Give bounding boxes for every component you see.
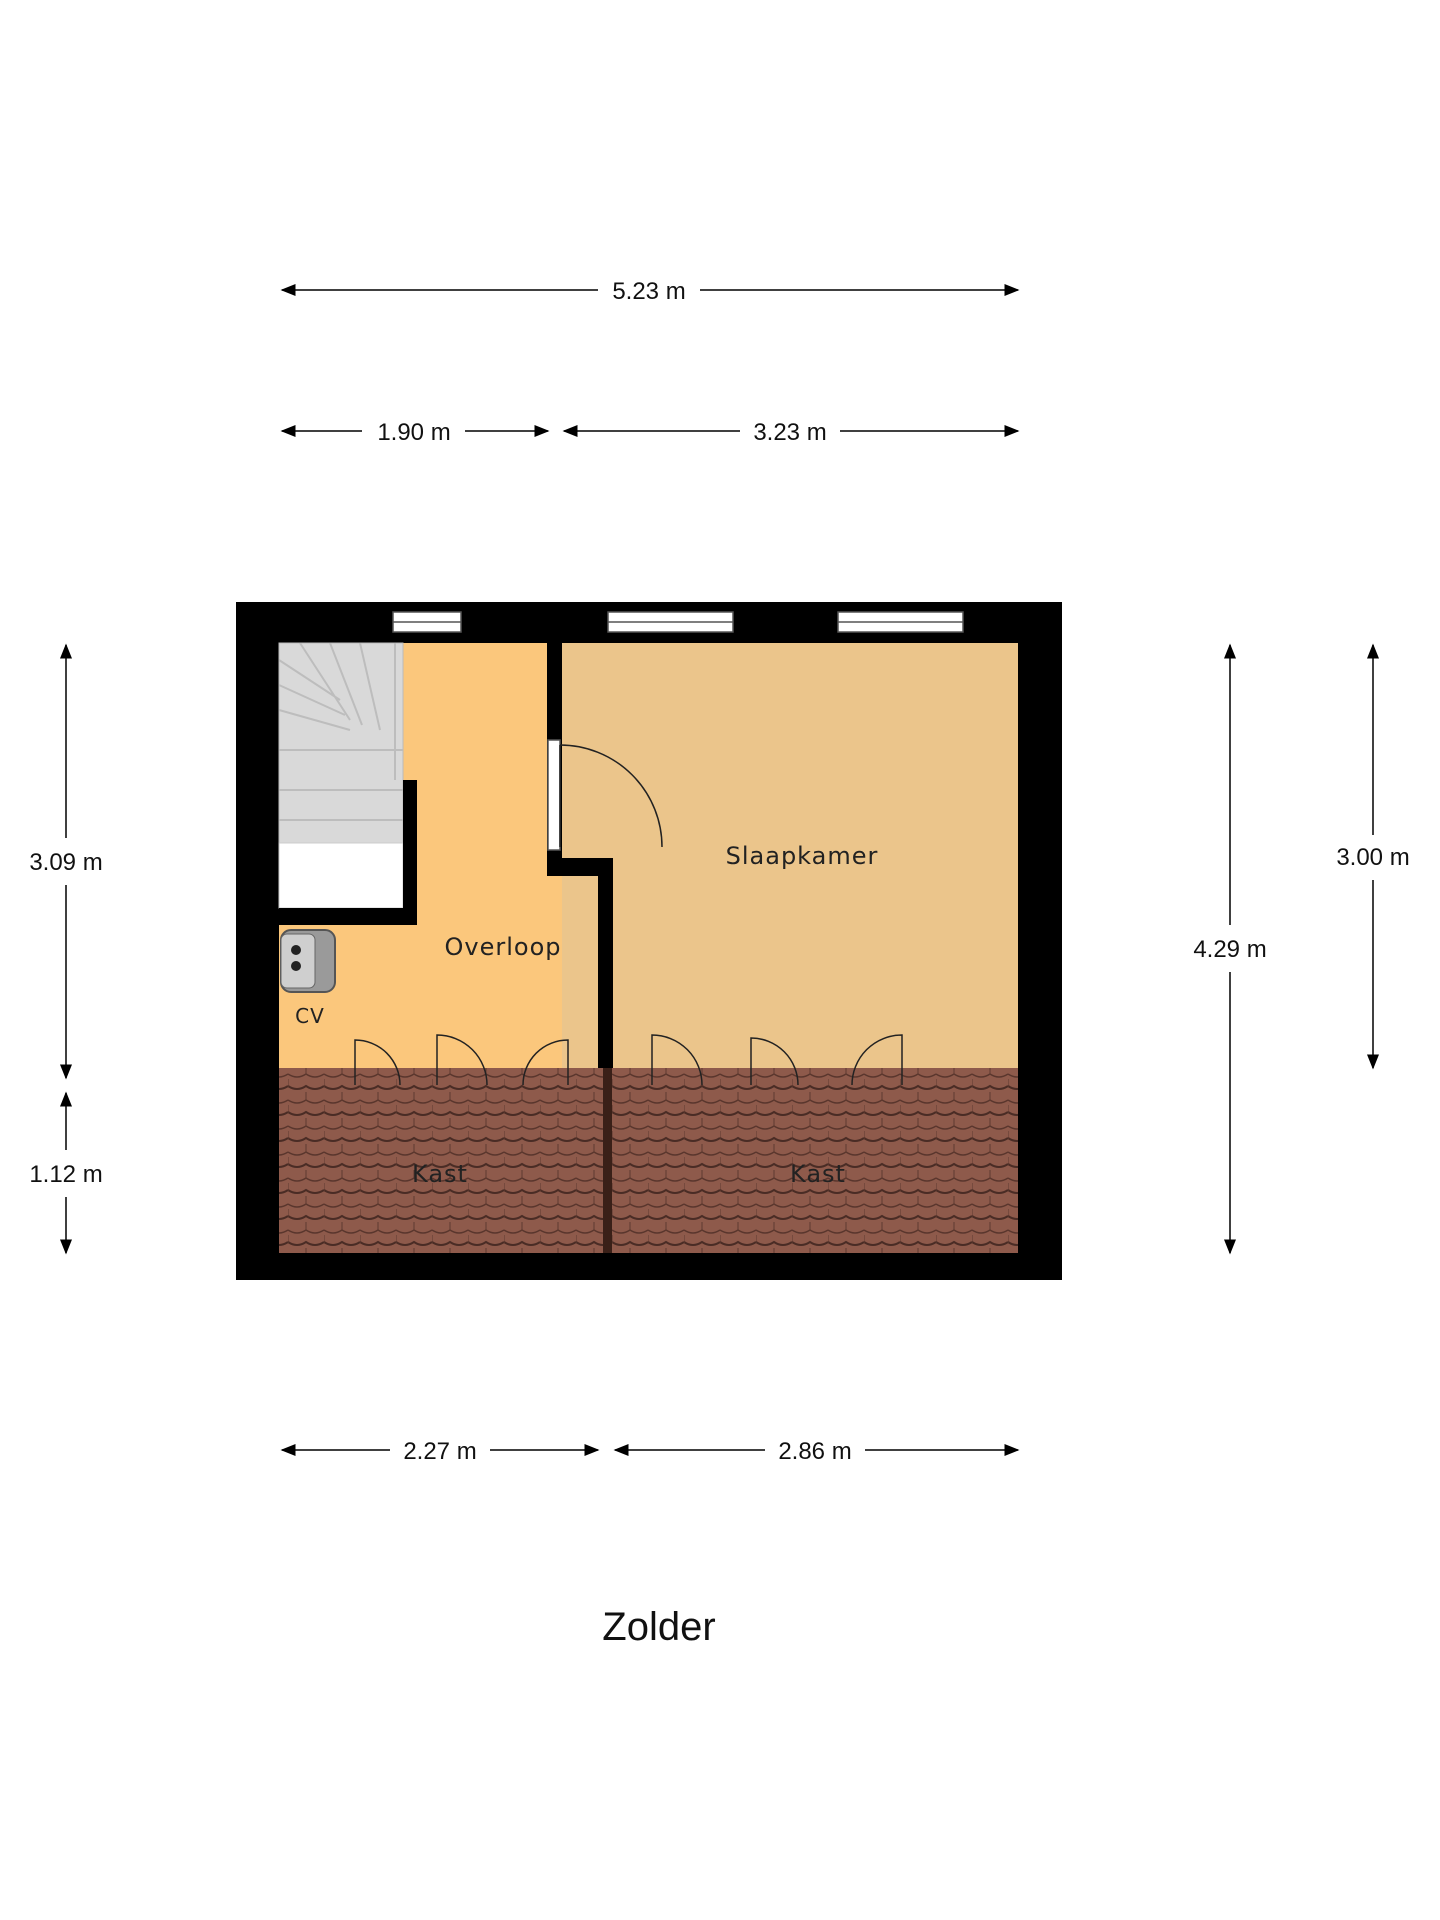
dim-top-total: 5.23 m — [280, 278, 1020, 305]
window-2 — [607, 611, 734, 633]
room-label-kast-right: Kast — [790, 1160, 846, 1188]
staircase — [278, 642, 417, 925]
window-1 — [392, 611, 462, 633]
dim-label-top-total: 5.23 m — [612, 278, 685, 305]
dim-label-top-left: 1.90 m — [377, 419, 450, 446]
slaapkamer-floor — [562, 643, 1018, 1068]
dim-right-total: 4.29 m — [1193, 643, 1267, 1255]
dim-bottom-left: 2.27 m — [280, 1438, 600, 1465]
kast-divider — [603, 1068, 612, 1253]
partition-wall-jog — [547, 858, 612, 876]
stair-wall-right — [403, 780, 417, 925]
dim-bottom-right: 2.86 m — [613, 1438, 1020, 1465]
cv-boiler — [280, 929, 336, 993]
dim-label-right-total: 4.29 m — [1193, 936, 1266, 963]
room-label-slaapkamer: Slaapkamer — [726, 842, 879, 870]
door-slaapkamer — [547, 739, 663, 851]
dim-label-left-upper: 3.09 m — [29, 849, 102, 876]
floor-title: Zolder — [602, 1605, 715, 1649]
kast-right-tiles — [612, 1068, 1018, 1253]
dim-right-partial: 3.00 m — [1336, 643, 1410, 1070]
slaapkamer-floor-ext — [612, 868, 632, 1068]
dim-top-left: 1.90 m — [280, 419, 550, 446]
kast-doors — [354, 1034, 903, 1086]
dim-label-left-lower: 1.12 m — [29, 1161, 102, 1188]
stair-wall-bottom — [279, 908, 417, 925]
room-label-overloop: Overloop — [445, 933, 562, 961]
room-label-kast-left: Kast — [412, 1160, 468, 1188]
dim-label-right-partial: 3.00 m — [1336, 844, 1409, 871]
dim-label-bottom-left: 2.27 m — [403, 1438, 476, 1465]
window-3 — [837, 611, 964, 633]
dim-label-bottom-right: 2.86 m — [778, 1438, 851, 1465]
dim-label-top-right: 3.23 m — [753, 419, 826, 446]
dim-left-upper: 3.09 m — [29, 643, 103, 1080]
dim-top-right: 3.23 m — [562, 419, 1020, 446]
dim-left-lower: 1.12 m — [29, 1091, 103, 1255]
partition-wall-lower — [598, 858, 613, 1068]
kast-left-tiles — [279, 1068, 605, 1253]
room-label-cv: CV — [295, 1004, 325, 1028]
